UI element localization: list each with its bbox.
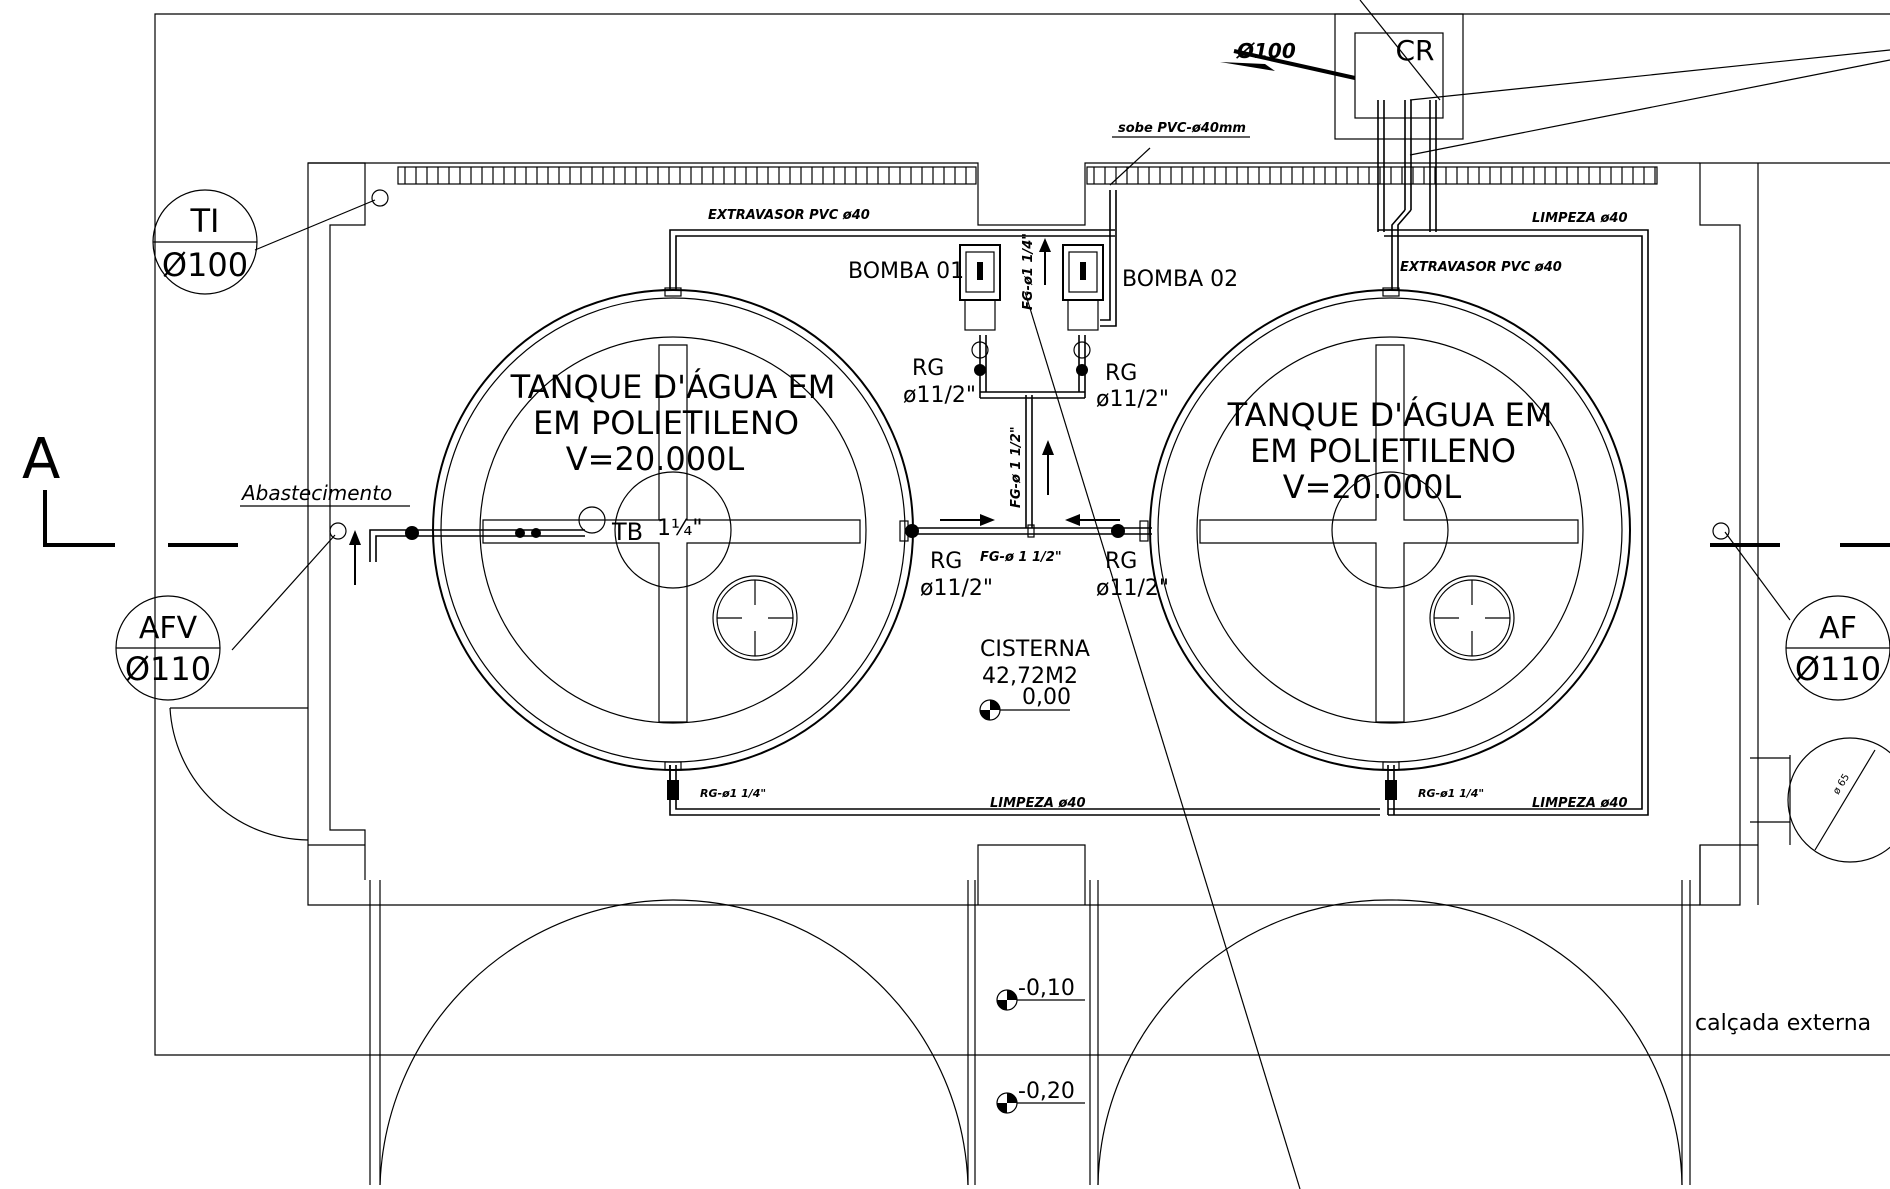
rg-small-right-label: RG-ø1 1/4" xyxy=(1418,787,1484,800)
bomba-01-label: BOMBA 01 xyxy=(848,259,964,284)
rg-dia-top-right: ø11/2" xyxy=(1096,387,1169,412)
tank-left-line3: V=20.000L xyxy=(566,440,745,478)
level-020-label: -0,20 xyxy=(1018,1079,1075,1104)
pump-01 xyxy=(959,244,1001,376)
af-dia: Ø110 xyxy=(1795,650,1881,688)
rg-dia-bottom-right: ø11/2" xyxy=(1096,576,1169,601)
limpeza-bottom-center-label: LIMPEZA ø40 xyxy=(990,796,1086,811)
pump-02 xyxy=(1062,244,1104,376)
rg-label-top-right: RG xyxy=(1105,361,1137,386)
rg-small-left-label: RG-ø1 1/4" xyxy=(700,787,766,800)
tank-right-line3: V=20.000L xyxy=(1283,468,1462,506)
tank-left-line2: EM POLIETILENO xyxy=(533,404,799,442)
limpeza-top-right-label: LIMPEZA ø40 xyxy=(1532,211,1628,226)
afv-tag: AFV xyxy=(139,611,198,646)
ti-dia: Ø100 xyxy=(162,246,248,284)
level-010-label: -0,10 xyxy=(1018,976,1075,1001)
calcada-label: calçada externa xyxy=(1695,1011,1871,1036)
cisterna-label: CISTERNA xyxy=(980,637,1090,662)
fg-horizontal-label: FG-ø 1 1/2" xyxy=(980,550,1062,565)
cr-label: CR xyxy=(1395,34,1434,67)
rg-label-top-left: RG xyxy=(912,356,944,381)
tb-size-label: 1¼" xyxy=(657,516,702,541)
valves xyxy=(405,287,1400,800)
tank-right-line1: TANQUE D'ÁGUA EM xyxy=(1227,396,1553,434)
rg-label-bottom-right: RG xyxy=(1105,549,1137,574)
extravasor-right-label: EXTRAVASOR PVC ø40 xyxy=(1400,260,1562,275)
ti-tag: TI xyxy=(190,202,220,240)
doors xyxy=(169,707,1691,1186)
top-grille xyxy=(397,166,1658,185)
sobe-label: sobe PVC-ø40mm xyxy=(1118,121,1246,136)
tank-right xyxy=(1149,289,1631,771)
af-tag: AF xyxy=(1819,611,1857,646)
fg-vertical-top-label: FG-ø1 1/4" xyxy=(1021,233,1036,310)
level-0-label: 0,00 xyxy=(1022,685,1071,710)
extravasor-left-label: EXTRAVASOR PVC ø40 xyxy=(708,208,870,223)
outer-walls xyxy=(154,13,1890,1056)
rg-dia-bottom-left: ø11/2" xyxy=(920,576,993,601)
limpeza-bottom-right-label: LIMPEZA ø40 xyxy=(1532,796,1628,811)
bomba-02-label: BOMBA 02 xyxy=(1122,267,1238,292)
section-a-label: A xyxy=(22,427,60,492)
fg-vertical-mid-label: FG-ø 1 1/2" xyxy=(1009,426,1024,508)
tank-left-line1: TANQUE D'ÁGUA EM xyxy=(510,368,836,406)
text-labels: TI Ø100 AFV Ø110 AF Ø110 CR Ø100 sobe PV… xyxy=(22,34,1881,1104)
cr-diameter: Ø100 xyxy=(1236,39,1296,63)
cr-box xyxy=(1220,0,1890,156)
rg-label-bottom-left: RG xyxy=(930,549,962,574)
partial-tank-right-edge xyxy=(1750,737,1890,863)
area-label: 42,72M2 xyxy=(982,664,1078,689)
rg-dia-top-left: ø11/2" xyxy=(903,383,976,408)
tb-label: TB xyxy=(611,518,643,546)
leaders xyxy=(43,136,1890,1189)
piping xyxy=(369,100,1649,816)
level-markers xyxy=(979,699,1085,1114)
afv-dia: Ø110 xyxy=(125,650,211,688)
abastecimento-label: Abastecimento xyxy=(240,481,392,505)
tank-right-line2: EM POLIETILENO xyxy=(1250,432,1516,470)
